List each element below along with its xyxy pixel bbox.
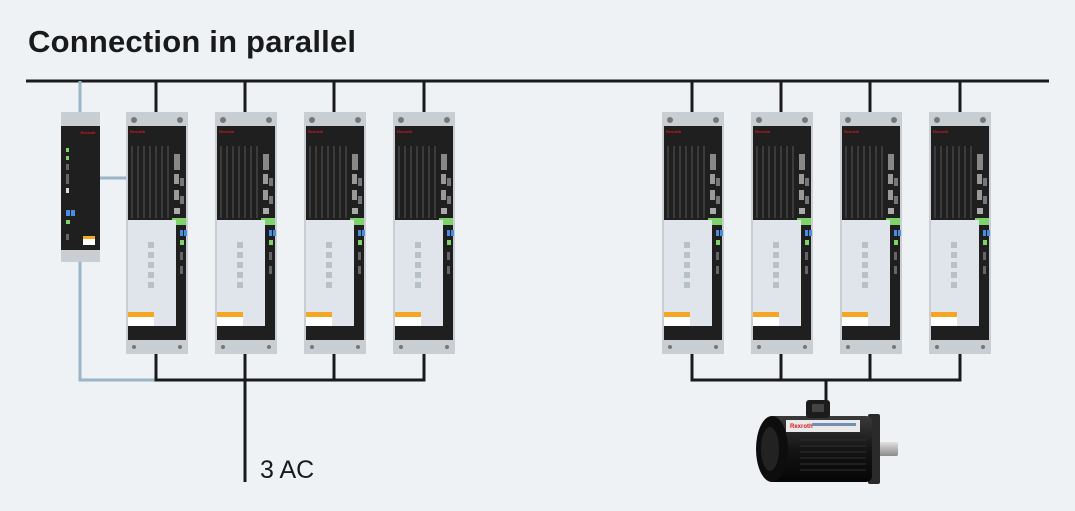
drive-module bbox=[392, 111, 456, 355]
servo-motor: Rexroth bbox=[756, 400, 898, 484]
right-group-bottom-bus bbox=[690, 354, 962, 404]
drive-module bbox=[839, 111, 903, 355]
drive-module bbox=[303, 111, 367, 355]
diagram-title: Connection in parallel bbox=[28, 24, 357, 59]
left-group-bottom-bus bbox=[154, 354, 426, 482]
svg-text:Rexroth: Rexroth bbox=[80, 130, 96, 135]
supply-label-3ac: 3 AC bbox=[260, 456, 315, 484]
drive-module bbox=[661, 111, 725, 355]
drive-module bbox=[125, 111, 189, 355]
drive-module bbox=[928, 111, 992, 355]
supply-unit: Rexroth bbox=[61, 112, 100, 262]
drive-module bbox=[750, 111, 814, 355]
control-wiring bbox=[78, 81, 156, 382]
svg-text:Rexroth: Rexroth bbox=[790, 424, 813, 430]
drive-module bbox=[214, 111, 278, 355]
bus-drops bbox=[154, 81, 962, 112]
